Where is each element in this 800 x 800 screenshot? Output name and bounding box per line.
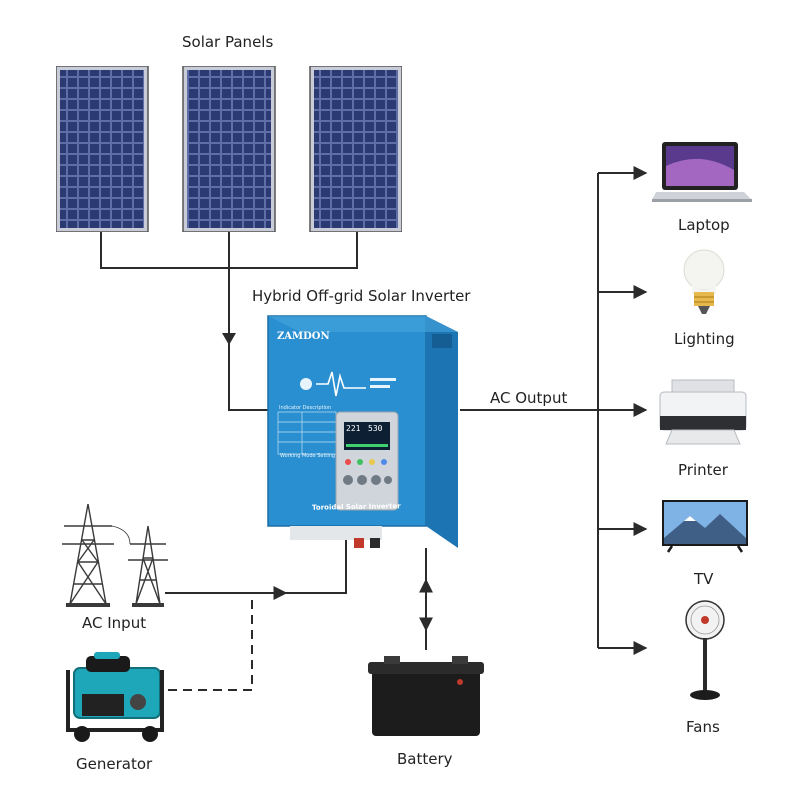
tv-image (662, 500, 748, 553)
inverter-mode-text: Working Mode Setting (280, 453, 336, 459)
fan-image (685, 600, 725, 700)
fans-label: Fans (686, 718, 720, 736)
solar-panels-label: Solar Panels (182, 33, 274, 51)
generator-image (66, 652, 164, 742)
lighting-label: Lighting (674, 330, 735, 348)
inverter-model-text: Toroidal Solar Inverter (311, 502, 401, 512)
solar-panel-3 (309, 66, 402, 232)
inverter-indicator-title: Indicator Description (279, 405, 332, 411)
inverter-display-right: 530 (368, 424, 383, 433)
ac-input-line (165, 540, 347, 594)
tv-label: TV (694, 570, 714, 588)
printer-label: Printer (678, 461, 728, 479)
laptop-label: Laptop (678, 216, 730, 234)
battery-label: Battery (397, 750, 453, 768)
generator-dashed-line (168, 593, 253, 691)
inverter-label: Hybrid Off-grid Solar Inverter (252, 287, 471, 305)
panel-to-inverter-line (228, 268, 268, 411)
lightbulb-image (683, 249, 725, 314)
ac-output-label: AC Output (490, 389, 568, 407)
solar-panel-2 (182, 66, 276, 232)
inverter-brand: ZAMDON (277, 331, 330, 342)
panel-arrow (222, 333, 236, 345)
inverter-display-left: 221 (346, 424, 361, 433)
laptop-image (652, 142, 752, 202)
inverter-device (267, 315, 458, 548)
transmission-towers (62, 503, 168, 607)
ac-input-label: AC Input (82, 614, 147, 632)
battery-image (368, 656, 484, 736)
solar-panels (56, 66, 402, 232)
printer-image (659, 379, 747, 445)
generator-label: Generator (76, 755, 153, 773)
panel-bus-line (100, 230, 358, 269)
solar-panel-1 (56, 66, 149, 232)
